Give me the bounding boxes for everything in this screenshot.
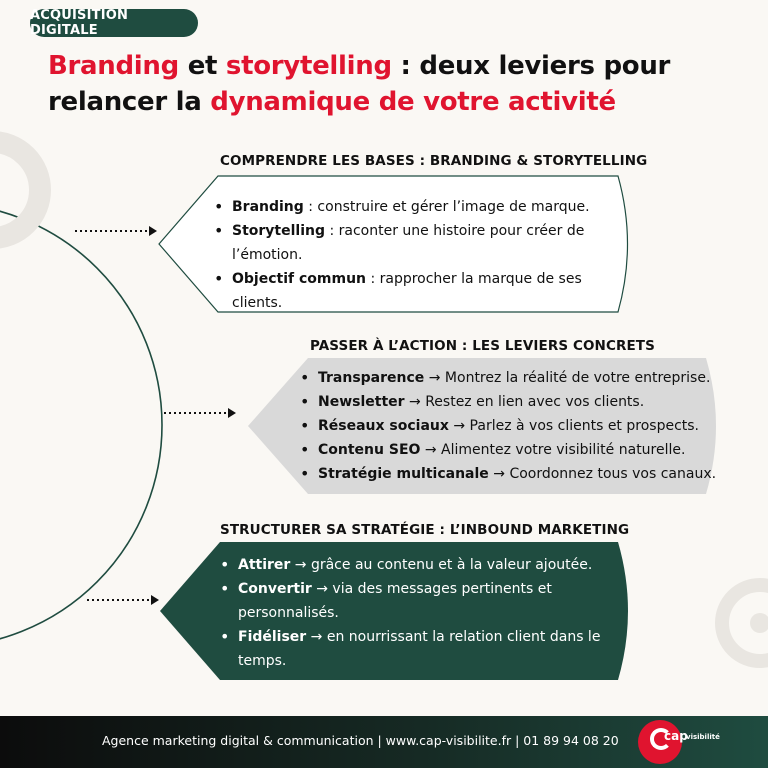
arrow-1 <box>75 226 157 236</box>
list-item: Convertir → via des messages pertinents … <box>220 577 620 625</box>
item-keyword: Newsletter <box>318 394 405 410</box>
decorative-ring-left <box>0 131 51 249</box>
decorative-ring-right <box>715 578 768 668</box>
item-text: → Restez en lien avec vos clients. <box>404 394 645 410</box>
title-word-dynamique: dynamique de votre activité <box>210 87 616 117</box>
section-1-heading: COMPRENDRE LES BASES : BRANDING & STORYT… <box>220 153 648 169</box>
section-2-list: Transparence → Montrez la réalité de vot… <box>300 366 720 486</box>
item-keyword: Convertir <box>238 581 312 597</box>
item-text: → Coordonnez tous vos canaux. <box>488 466 717 482</box>
list-item: Fidéliser → en nourrissant la relation c… <box>220 625 620 673</box>
title-word-branding: Branding <box>48 51 179 81</box>
section-1-list: Branding : construire et gérer l’image d… <box>214 195 634 315</box>
page-title: Branding et storytelling : deux leviers … <box>48 48 738 120</box>
list-item: Réseaux sociaux → Parlez à vos clients e… <box>300 414 720 438</box>
logo-visibilite-text: visibilité <box>686 733 720 741</box>
item-keyword: Transparence <box>318 370 425 386</box>
section-1-box: Branding : construire et gérer l’image d… <box>158 175 638 313</box>
item-text: → Alimentez votre visibilité naturelle. <box>420 442 686 458</box>
title-word-storytelling: storytelling <box>225 51 392 81</box>
list-item: Transparence → Montrez la réalité de vot… <box>300 366 720 390</box>
item-keyword: Réseaux sociaux <box>318 418 449 434</box>
item-keyword: Fidéliser <box>238 629 307 645</box>
list-item: Branding : construire et gérer l’image d… <box>214 195 634 219</box>
footer-contact-text: Agence marketing digital & communication… <box>102 733 619 748</box>
item-text: → Parlez à vos clients et prospects. <box>448 418 700 434</box>
title-connector: et <box>178 51 226 81</box>
title-middle: : deux leviers pour relancer la <box>48 51 671 117</box>
logo-c-mark <box>650 728 672 750</box>
item-text: : raconter une histoire pour créer de l’… <box>232 223 585 263</box>
arrow-2 <box>164 408 236 418</box>
item-keyword: Attirer <box>238 557 291 573</box>
item-text: : construire et gérer l’image de marque. <box>303 199 590 215</box>
section-3-list: Attirer → grâce au contenu et à la valeu… <box>220 553 620 673</box>
category-badge: ACQUISITION DIGITALE <box>30 8 198 38</box>
item-keyword: Branding <box>232 199 304 215</box>
item-keyword: Stratégie multicanale <box>318 466 489 482</box>
item-text: → en nourrissant la relation client dans… <box>238 629 601 669</box>
item-text: → Montrez la réalité de votre entreprise… <box>424 370 711 386</box>
list-item: Newsletter → Restez en lien avec vos cli… <box>300 390 720 414</box>
list-item: Storytelling : raconter une histoire pou… <box>214 219 634 267</box>
section-3-box: Attirer → grâce au contenu et à la valeu… <box>160 542 638 680</box>
section-2-box: Transparence → Montrez la réalité de vot… <box>248 358 726 494</box>
brand-logo: cap visibilité <box>636 716 720 768</box>
list-item: Objectif commun : rapprocher la marque d… <box>214 267 634 315</box>
logo-cap-text: cap <box>664 729 688 743</box>
list-item: Contenu SEO → Alimentez votre visibilité… <box>300 438 720 462</box>
item-text: → via des messages pertinents et personn… <box>238 581 552 621</box>
item-keyword: Objectif commun <box>232 271 366 287</box>
list-item: Attirer → grâce au contenu et à la valeu… <box>220 553 620 577</box>
item-keyword: Storytelling <box>232 223 325 239</box>
section-2-heading: PASSER À L’ACTION : LES LEVIERS CONCRETS <box>310 338 655 354</box>
section-3-heading: STRUCTURER SA STRATÉGIE : L’INBOUND MARK… <box>220 522 630 538</box>
list-item: Stratégie multicanale → Coordonnez tous … <box>300 462 720 486</box>
item-keyword: Contenu SEO <box>318 442 421 458</box>
item-text: : rapprocher la marque de ses clients. <box>232 271 582 311</box>
item-text: → grâce au contenu et à la valeur ajouté… <box>290 557 593 573</box>
